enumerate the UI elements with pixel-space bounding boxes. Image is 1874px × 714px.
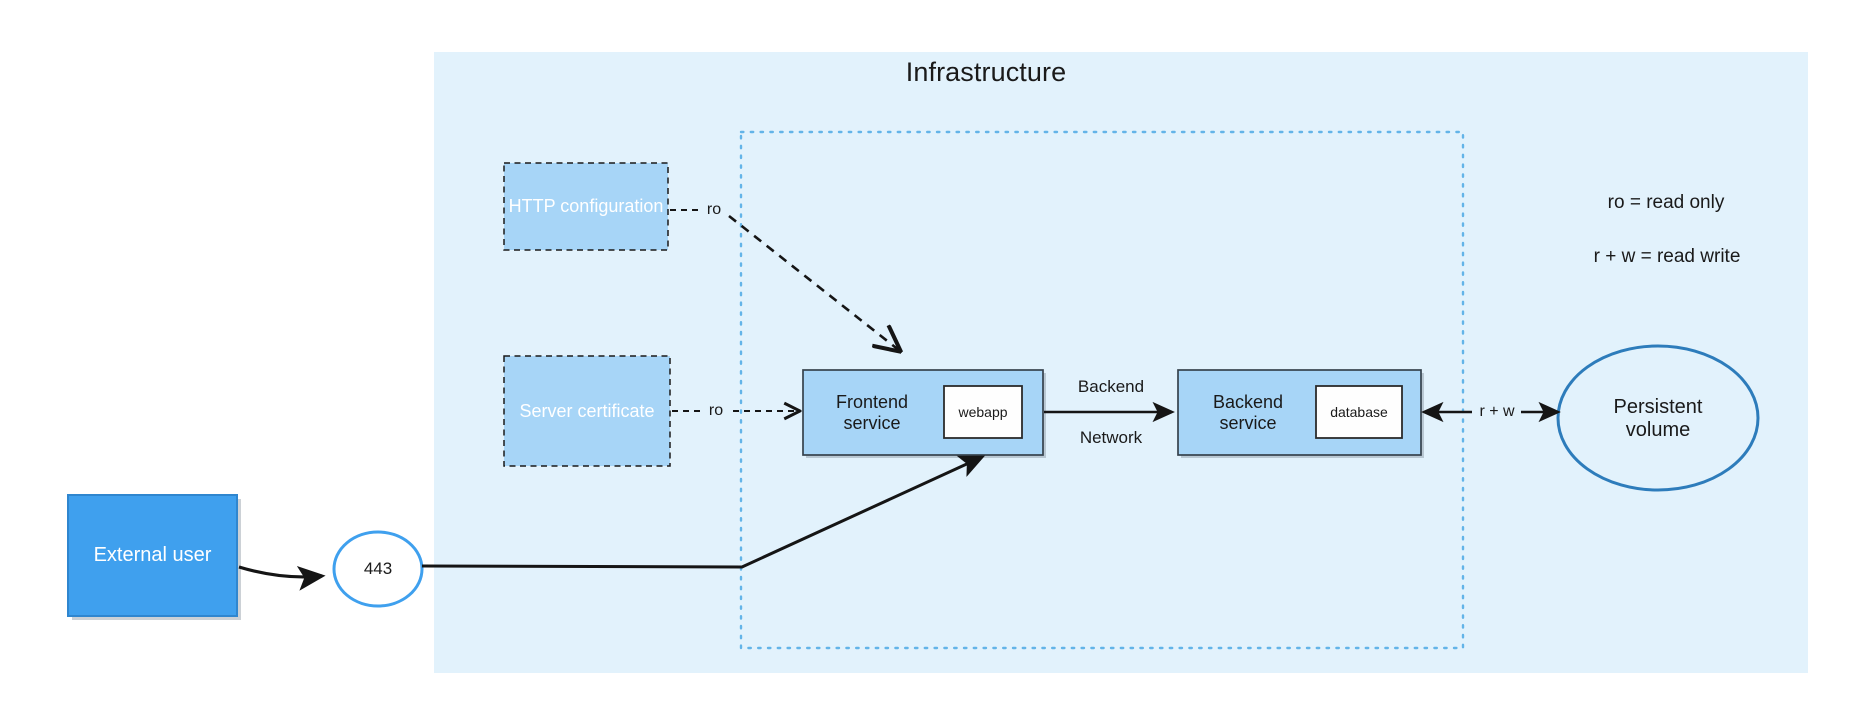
- node-webapp-container-shape[interactable]: [943, 385, 1023, 439]
- edge-http-configuration-to-frontend-service-tail: [728, 214, 900, 351]
- group-backend-network-boundary: [739, 130, 1465, 650]
- node-server-certificate-shape[interactable]: [503, 355, 671, 467]
- node-external-user-shape[interactable]: [67, 494, 238, 617]
- node-database-container-shape[interactable]: [1315, 385, 1403, 439]
- edge-external-user-to-port-443: [238, 565, 326, 591]
- edge-port-443-to-frontend-service: [421, 455, 986, 569]
- node-port-443-shape[interactable]: [332, 530, 424, 608]
- node-persistent-volume-shape[interactable]: [1556, 344, 1760, 492]
- node-http-configuration-shape[interactable]: [503, 162, 669, 251]
